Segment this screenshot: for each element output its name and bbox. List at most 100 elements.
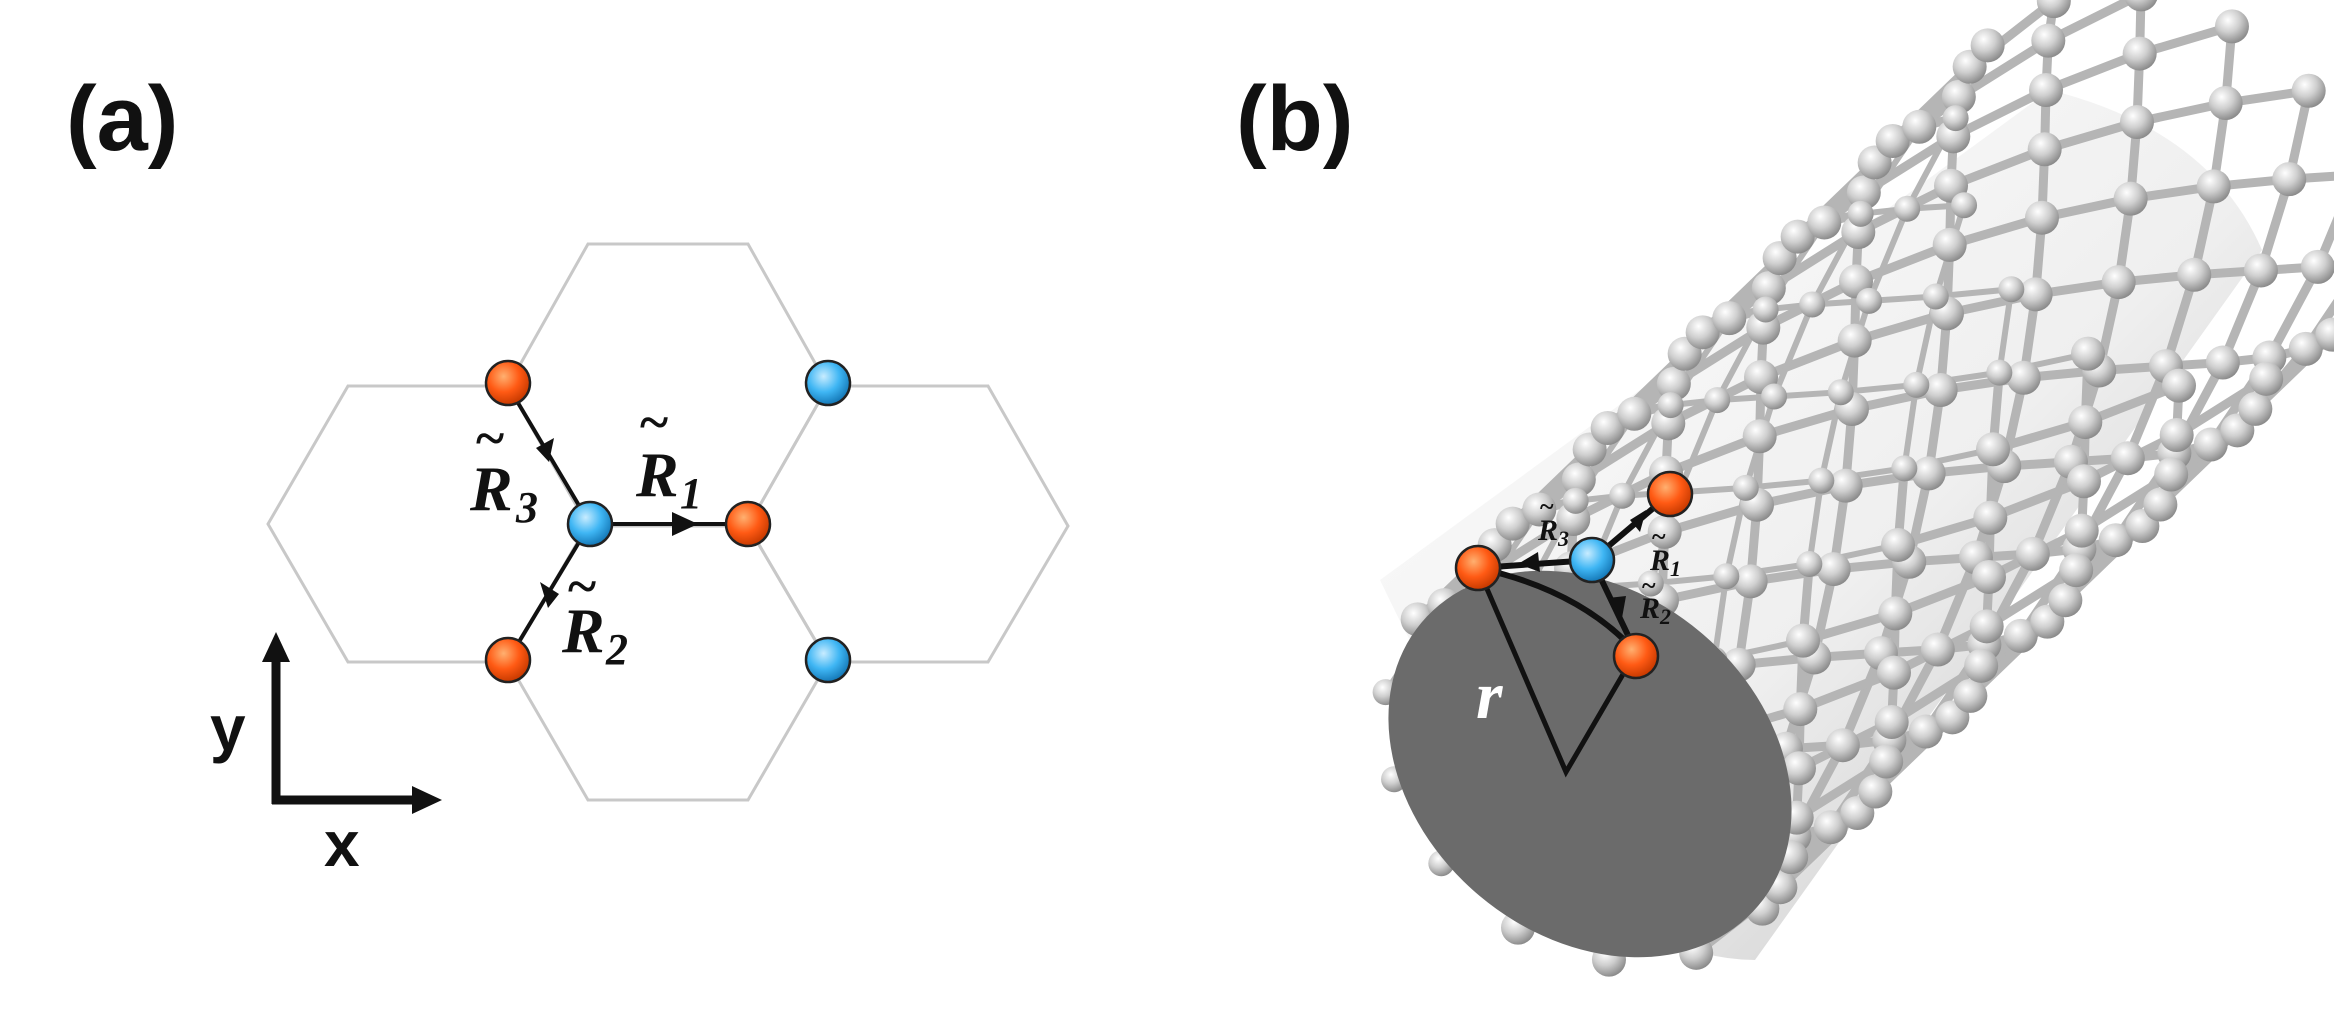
tube-atom (2003, 618, 2038, 653)
tube-atom (1761, 383, 1788, 410)
tube-atom (2066, 464, 2101, 499)
tilde-b-r2: ~ (1642, 571, 1656, 600)
tube-bond (1954, 36, 2053, 102)
tube-atom (1796, 550, 1823, 577)
tube-atom (1846, 175, 1881, 210)
tilde-r2: ~ (568, 556, 596, 616)
tube-atom (2159, 418, 2194, 453)
tilde-b-r1: ~ (1652, 522, 1666, 551)
tube-bond (1806, 477, 1825, 567)
tube-atom (2193, 427, 2228, 462)
r1-symbol: R (635, 439, 679, 510)
tube-atom (2071, 336, 2106, 371)
panel-b-label: (b) (1236, 68, 1353, 170)
atom-blue-bottom-right (804, 636, 852, 684)
r2-symbol: R (561, 595, 605, 666)
y-axis-arrowhead (262, 632, 290, 662)
atoms-panel-a (484, 359, 852, 684)
r1-b-symbol: R (1649, 544, 1670, 577)
tube-atom (2018, 277, 2053, 312)
tube-atom (1923, 373, 1958, 408)
tube-atom (1908, 714, 1943, 749)
tube-atom (2291, 73, 2326, 108)
tube-atom (2015, 536, 2050, 571)
tube-atom (1752, 296, 1779, 323)
hex-cell-bottom (506, 524, 830, 802)
tube-atom (1799, 291, 1826, 318)
tube-atom (1876, 655, 1911, 690)
vector-label-b-r2: ~ R 2 (1639, 571, 1671, 629)
tube-atom (1732, 474, 1759, 501)
tube-atom (1647, 514, 1682, 549)
tube-atom (1617, 396, 1652, 431)
arrowhead-b-r3 (1518, 552, 1540, 572)
tube-atom (1942, 105, 1969, 132)
tube-atom (1561, 462, 1596, 497)
tube-atom (2059, 553, 2094, 588)
tube-atom (1911, 456, 1946, 491)
tube-atom (1742, 419, 1777, 454)
tube-atom (2196, 169, 2231, 204)
hex-cell-left (266, 384, 590, 664)
tube-atom (1828, 468, 1863, 503)
bond-vectors (506, 384, 738, 662)
tube-atom (2272, 162, 2307, 197)
radius-label: r (1476, 657, 1503, 733)
tube-atom (2205, 345, 2240, 380)
vector-label-r1: ~ R 1 (635, 392, 702, 518)
tube-atom (1874, 705, 1909, 740)
tube-atom (1522, 492, 1557, 527)
tube-atom (2029, 73, 2064, 108)
tube-atom (1922, 283, 1949, 310)
arrowhead-b-r1 (1630, 510, 1646, 532)
tube-atom (1685, 315, 1720, 350)
atom-orange-bottom (484, 636, 532, 684)
tube-atom (1657, 392, 1684, 419)
tube-atom (2122, 36, 2157, 71)
tube-atom (1713, 563, 1740, 590)
tube-atom (2110, 441, 2145, 476)
tube-atom (2101, 265, 2136, 300)
tube-atom (1903, 371, 1930, 398)
tube-bond (1792, 757, 1891, 823)
tube-bond (1901, 381, 1920, 472)
tube-bond (1982, 565, 2081, 631)
tube-bond (1711, 573, 1730, 663)
tube-atom (1953, 678, 1988, 713)
atom-blue-top-right (804, 359, 852, 407)
vector-label-b-r1: ~ R 1 (1649, 522, 1681, 581)
tube-atom (2243, 253, 2278, 288)
tube-atom (1816, 552, 1851, 587)
tube-atom (1813, 810, 1848, 845)
coordinate-axes: y x (210, 632, 442, 880)
tube-atom (2214, 9, 2249, 44)
tube-atom (2288, 331, 2323, 366)
tube-atom (1971, 559, 2006, 594)
x-axis-label: x (324, 808, 360, 880)
tube-bond (1996, 286, 2015, 376)
r3-b-symbol: R (1537, 514, 1558, 547)
atom-b-orange-left (1454, 544, 1502, 592)
atom-b-blue-center (1568, 536, 1616, 584)
tube-atom (1881, 527, 1916, 562)
tube-atom (1837, 323, 1872, 358)
tube-bond (2077, 470, 2176, 536)
tube-atom (1637, 570, 1664, 597)
tube-atom (2064, 513, 2099, 548)
tube-atom (2315, 317, 2334, 352)
tube-atom (2119, 105, 2154, 140)
tube-bond (1866, 205, 1911, 304)
hex-cell-right (746, 384, 1070, 664)
r2-b-symbol: R (1639, 592, 1660, 625)
tube-atom (1976, 432, 2011, 467)
arrowhead-b-r2 (1608, 596, 1626, 618)
tube-atom (2024, 200, 2059, 235)
r3-b-subscript: 3 (1557, 526, 1569, 551)
arrowhead-r3 (536, 438, 554, 462)
tube-atom (1609, 482, 1636, 509)
tube-atom (1878, 596, 1913, 631)
tube-atom (1951, 192, 1978, 219)
tube-atom (2177, 257, 2212, 292)
nanotube: r ~ R 3 ~ R 1 ~ (1372, 0, 2334, 977)
tube-atom (1847, 200, 1874, 227)
